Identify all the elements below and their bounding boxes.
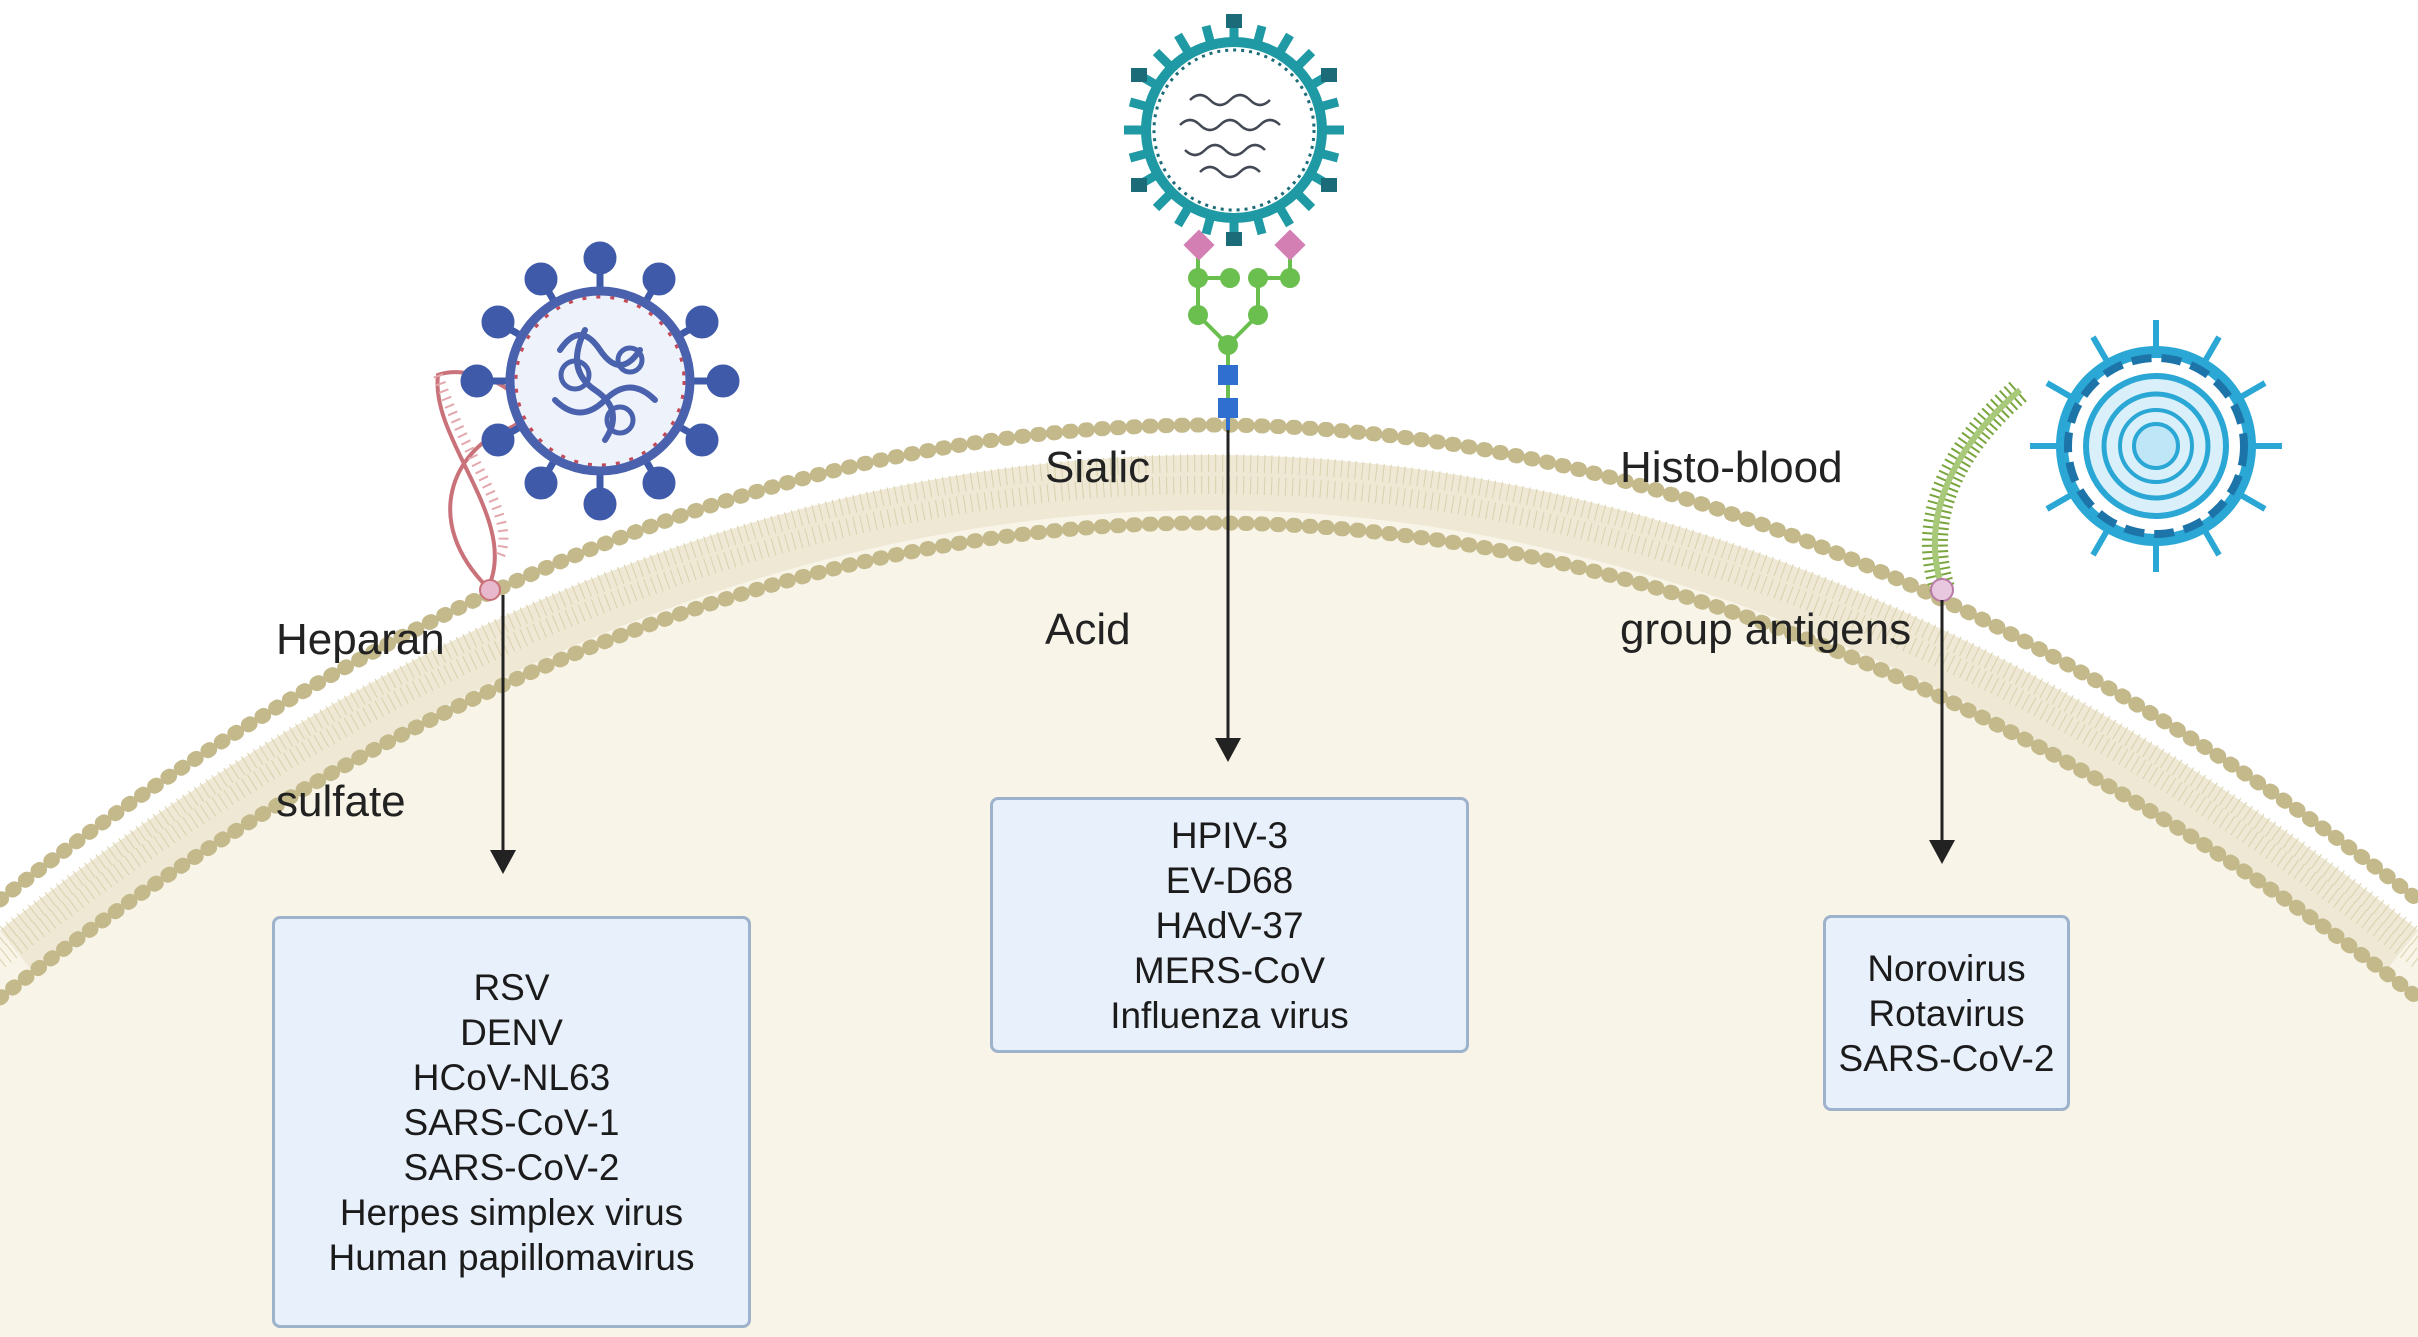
- virus-name: HAdV-37: [1155, 904, 1304, 946]
- virus-name: HPIV-3: [1170, 814, 1289, 856]
- virus-name: HCoV-NL63: [412, 1056, 611, 1098]
- virus-name: Human papillomavirus: [328, 1236, 695, 1278]
- virus-name: Rotavirus: [1868, 992, 2025, 1034]
- virus-list-box-hbga: Norovirus Rotavirus SARS-CoV-2: [1823, 915, 2070, 1111]
- receptor-name-line: group antigens: [1620, 605, 1912, 654]
- virus-name: SARS-CoV-2: [403, 1146, 620, 1188]
- receptor-name-line: Heparan: [276, 615, 445, 664]
- receptor-label-sialic: Sialic Acid: [1045, 333, 1150, 765]
- virus-name: SARS-CoV-2: [1838, 1037, 2055, 1079]
- virus-name: EV-D68: [1165, 859, 1294, 901]
- enveloped-virus-teal-icon: [1124, 14, 1344, 246]
- virus-name: Norovirus: [1867, 947, 2026, 989]
- binding-arrows: [490, 430, 1955, 874]
- virus-name: RSV: [473, 966, 550, 1008]
- cell-membrane: [0, 417, 2418, 1006]
- virus-name: DENV: [460, 1011, 563, 1053]
- sialic-acid-glycan: [1183, 229, 1306, 430]
- virus-name: Influenza virus: [1110, 994, 1349, 1036]
- virus-list-box-sialic: HPIV-3 EV-D68 HAdV-37 MERS-CoV Influenza…: [990, 797, 1469, 1053]
- receptor-label-hbga: Histo-blood group antigens: [1620, 333, 1911, 765]
- receptor-name-line: sulfate: [276, 777, 406, 826]
- virus-list-box-heparan: RSV DENV HCoV-NL63 SARS-CoV-1 SARS-CoV-2…: [272, 916, 751, 1328]
- arrowhead-sialic-icon: [1215, 738, 1241, 762]
- receptor-name-line: Acid: [1045, 605, 1131, 654]
- heparan-sulfate-chain: [433, 370, 526, 601]
- virus-name: Herpes simplex virus: [339, 1191, 684, 1233]
- virus-name: MERS-CoV: [1133, 949, 1326, 991]
- enveloped-virus-blue-icon: [460, 241, 740, 521]
- arrowhead-heparan-icon: [490, 850, 516, 874]
- arrowhead-hbga-icon: [1929, 840, 1955, 864]
- capsid-virus-cyan-icon: [2030, 320, 2282, 572]
- receptor-name-line: Histo-blood: [1620, 443, 1843, 492]
- virus-name: SARS-CoV-1: [403, 1101, 620, 1143]
- receptor-name-line: Sialic: [1045, 443, 1151, 492]
- receptor-label-heparan: Heparan sulfate: [276, 505, 445, 937]
- hbga-glycan-chain: [1922, 380, 2029, 602]
